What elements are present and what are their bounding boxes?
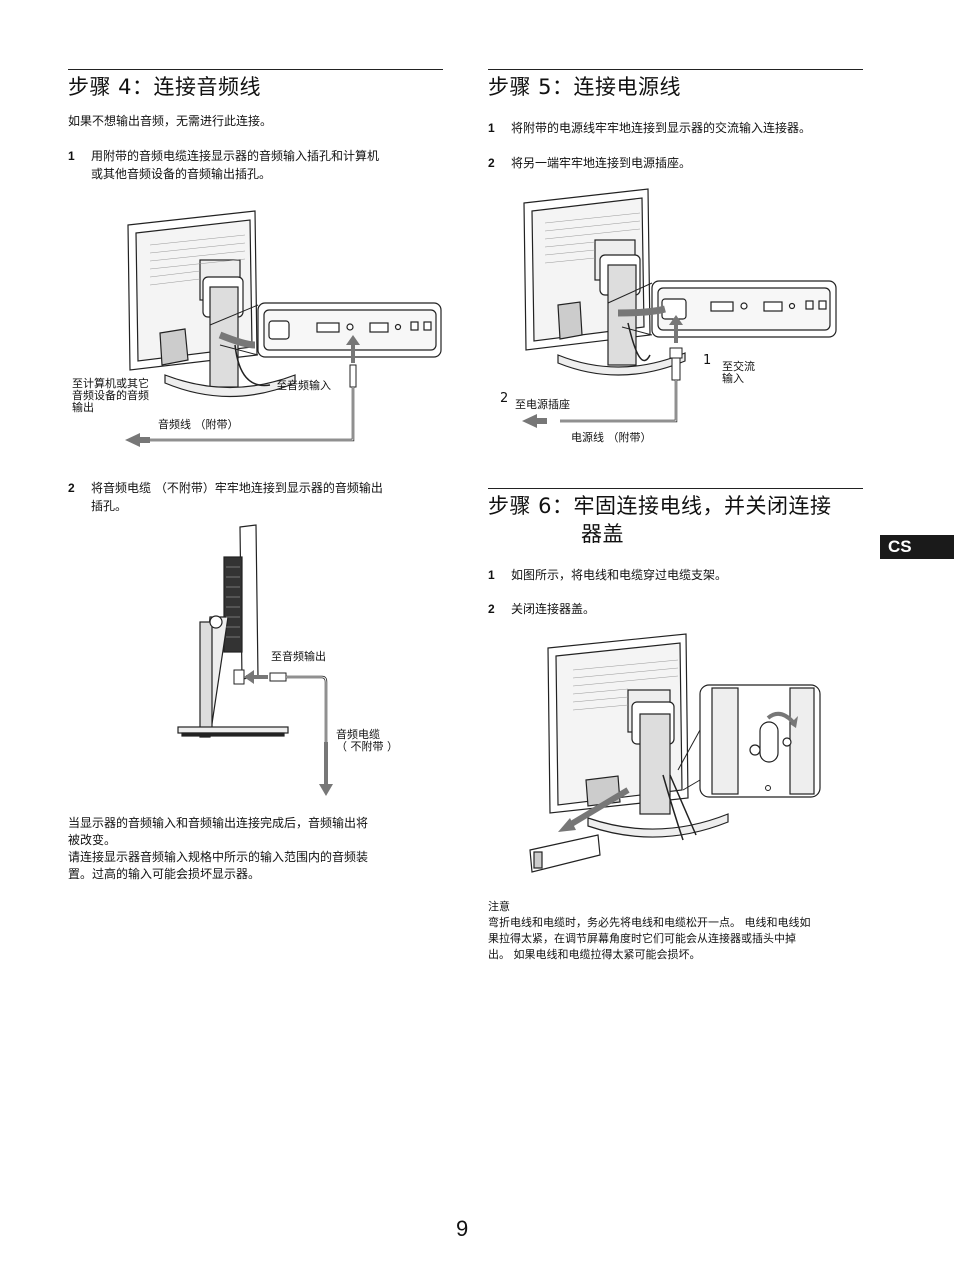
step-text-line: 关闭连接器盖。 xyxy=(511,602,596,616)
step6-item-2: 2 关闭连接器盖。 xyxy=(488,601,868,619)
fig3-label-1: 1 xyxy=(703,353,712,368)
fig1-label-left: 至计算机或其它 xyxy=(72,377,149,390)
step6-heading: 步骤 6：牢固连接电线，并关闭连接 xyxy=(488,494,832,518)
step5-item-1: 1 将附带的电源线牢牢地连接到显示器的交流输入连接器。 xyxy=(488,120,868,138)
step4-rule xyxy=(68,69,443,70)
audio-input-illustration xyxy=(125,210,442,447)
step6-item-1: 1 如图所示，将电线和电缆穿过电缆支架。 xyxy=(488,567,868,585)
step4-note-line: 请连接显示器音频输入规格中所示的输入范围内的音频装 xyxy=(68,850,369,864)
step-text-line: 或其他音频设备的音频输出插孔。 xyxy=(91,167,272,181)
fig3-label-ac: 输入 xyxy=(722,372,744,385)
step-number: 1 xyxy=(488,568,495,582)
page-number: 9 xyxy=(456,1216,469,1241)
step4-note-line: 置。过高的输入可能会损坏显示器。 xyxy=(68,867,261,881)
step4-item-1: 1 用附带的音频电缆连接显示器的音频输入插孔和计算机 或其他音频设备的音频输出插… xyxy=(68,148,448,184)
step5-item-2: 2 将另一端牢牢地连接到电源插座。 xyxy=(488,155,868,173)
audio-output-illustration xyxy=(177,524,333,796)
notice-line: 果拉得太紧，在调节屏幕角度时它们可能会从连接器或插头中掉 xyxy=(488,932,796,945)
step-text-line: 如图所示，将电线和电缆穿过电缆支架。 xyxy=(511,568,728,582)
fig1-label-cable: 音频线 （附带） xyxy=(158,418,239,431)
fig2-label-cable: （ 不附带 ） xyxy=(336,740,398,753)
step4-intro: 如果不想输出音频，无需进行此连接。 xyxy=(68,114,273,128)
step4-heading: 步骤 4：连接音频线 xyxy=(68,75,262,99)
fig3-label-cord: 电源线 （附带） xyxy=(571,431,652,444)
step4-note-line: 被改变。 xyxy=(68,833,117,847)
step-number: 2 xyxy=(68,481,75,495)
step4-note-line: 当显示器的音频输入和音频输出连接完成后，音频输出将 xyxy=(68,816,369,830)
fig3-label-ac: 至交流 xyxy=(722,360,755,373)
notice-title: 注意 xyxy=(488,900,510,913)
step-number: 1 xyxy=(68,149,75,163)
fig2-label-audio-out: 至音频输出 xyxy=(271,650,326,663)
fig2-label-cable: 音频电缆 xyxy=(336,728,380,741)
step-text-line: 将另一端牢牢地连接到电源插座。 xyxy=(511,156,692,170)
step4-item-2: 2 将音频电缆 （不附带）牢牢地连接到显示器的音频输出 插孔。 xyxy=(68,480,448,516)
fig1-label-left: 输出 xyxy=(72,401,94,414)
step5-heading: 步骤 5：连接电源线 xyxy=(488,75,682,99)
fig3-label-2: 2 xyxy=(500,391,509,406)
step-number: 2 xyxy=(488,156,495,170)
language-tab: CS xyxy=(880,535,954,559)
step-number: 1 xyxy=(488,121,495,135)
step-number: 2 xyxy=(488,602,495,616)
notice-line: 出。 如果电线和电缆拉得太紧可能会损坏。 xyxy=(488,948,701,961)
step6-heading: 器盖 xyxy=(581,522,624,546)
step6-rule xyxy=(488,488,863,489)
fig1-label-left: 音频设备的音频 xyxy=(72,389,149,402)
fig1-label-audio-in: 至音频输入 xyxy=(276,379,331,392)
power-cord-illustration xyxy=(522,188,837,428)
fig3-label-outlet: 至电源插座 xyxy=(515,398,570,411)
step-text-line: 将音频电缆 （不附带）牢牢地连接到显示器的音频输出 xyxy=(91,481,383,495)
step5-rule xyxy=(488,69,863,70)
notice-line: 弯折电线和电缆时，务必先将电线和电缆松开一点。 电线和电线如 xyxy=(488,916,811,929)
step-text-line: 插孔。 xyxy=(91,499,128,513)
cable-holder-illustration xyxy=(529,633,821,873)
step-text-line: 用附带的音频电缆连接显示器的音频输入插孔和计算机 xyxy=(91,149,380,163)
step-text-line: 将附带的电源线牢牢地连接到显示器的交流输入连接器。 xyxy=(511,121,812,135)
